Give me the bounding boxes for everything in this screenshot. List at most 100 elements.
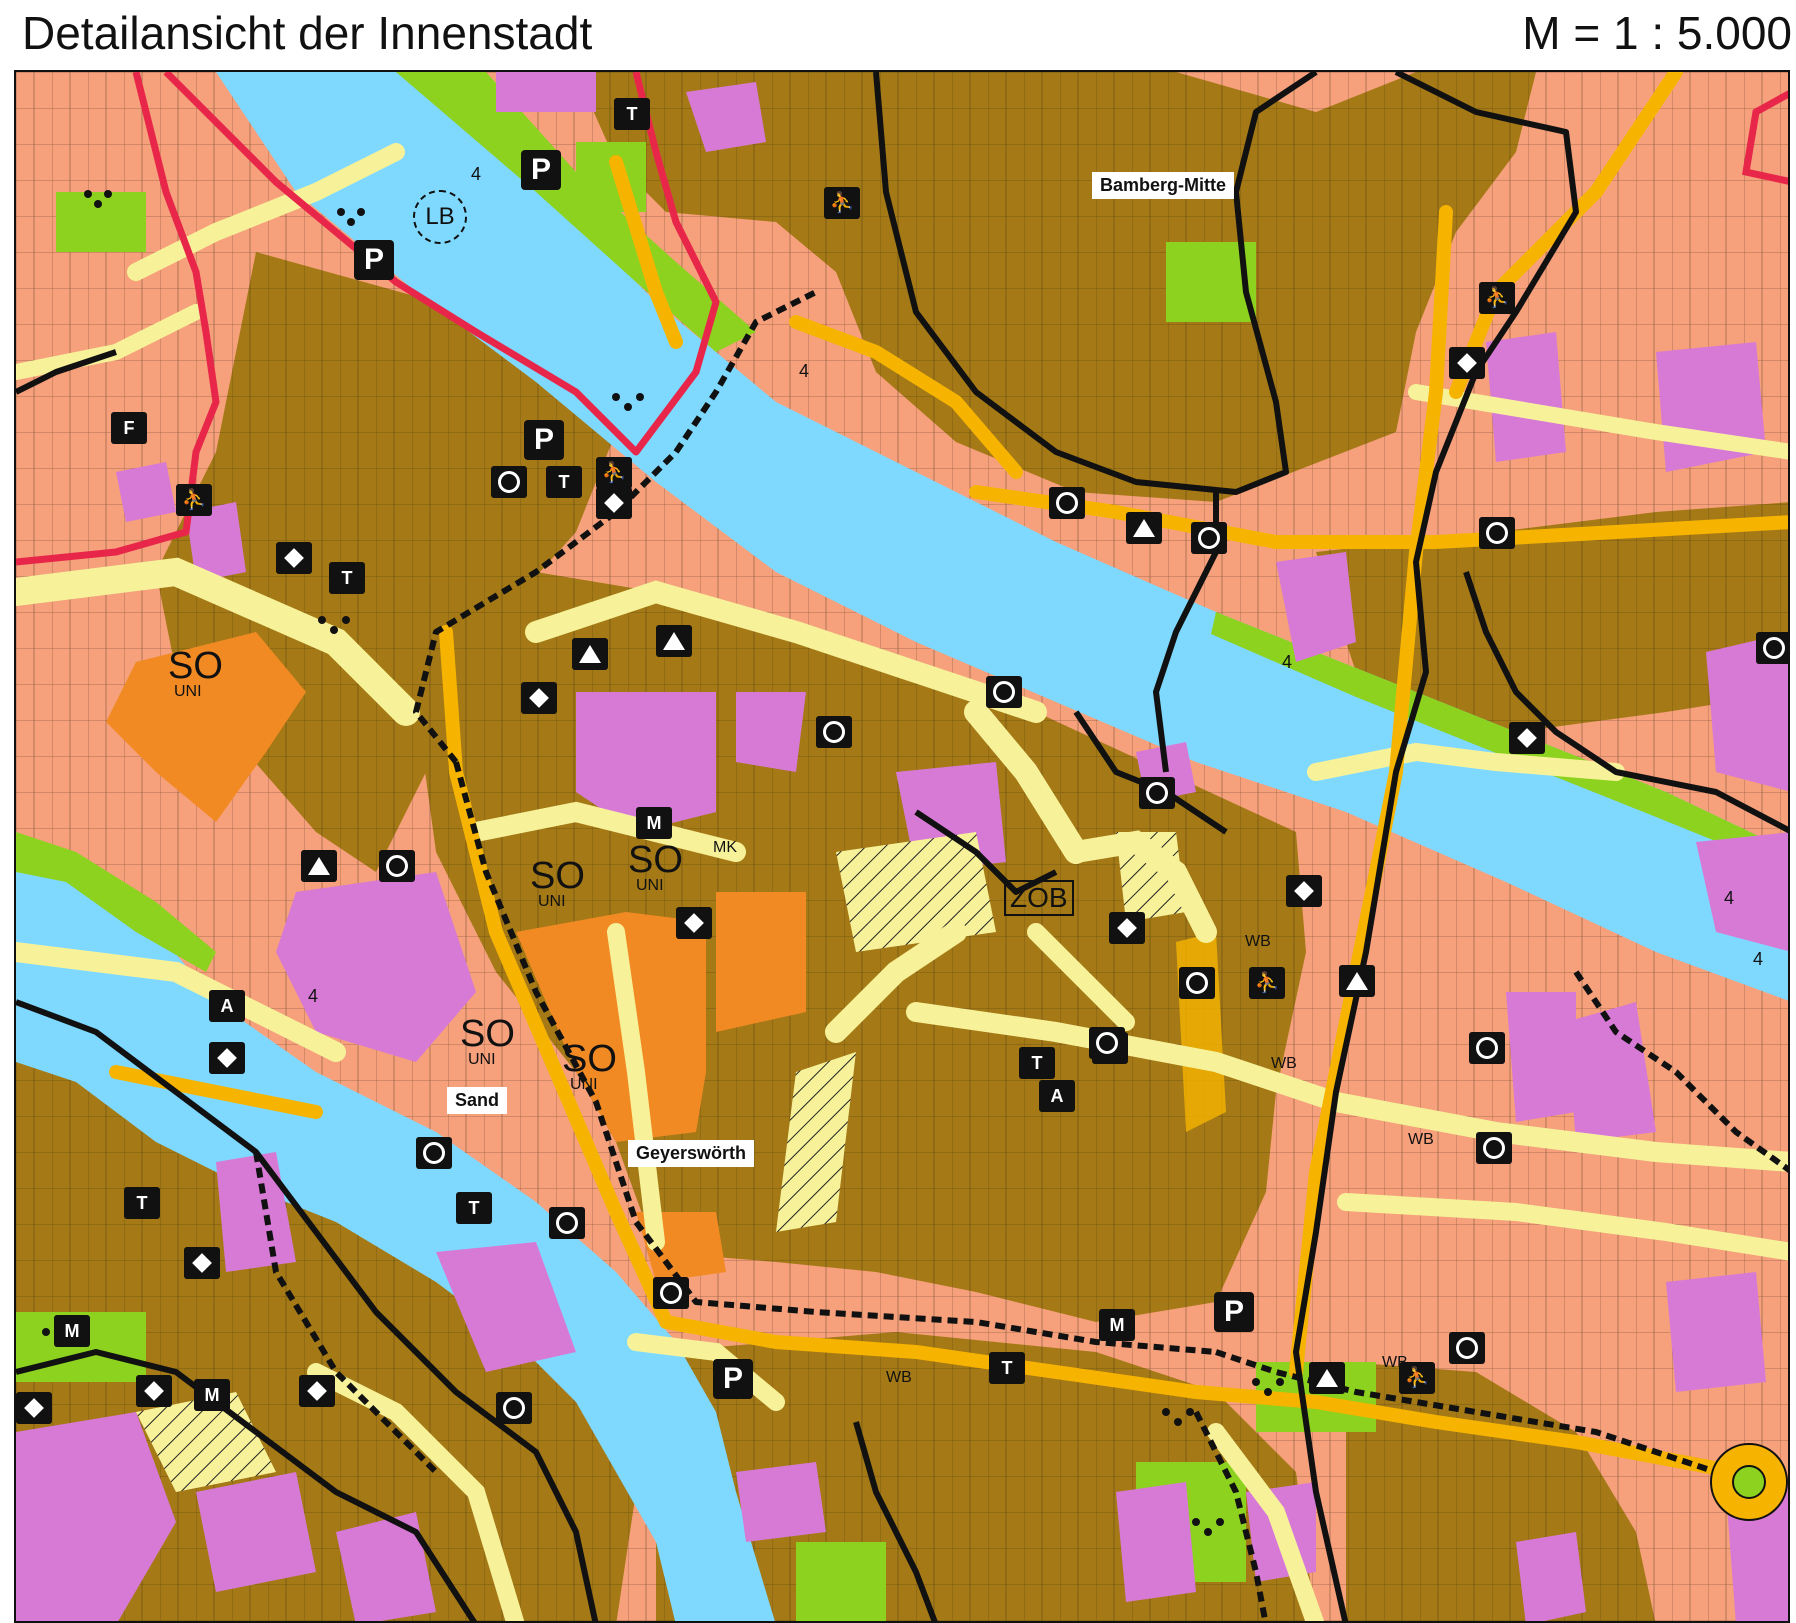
special-use-uni-west: [106, 632, 306, 822]
museum-icon: M: [194, 1379, 230, 1411]
water-depth-label: 4: [308, 986, 318, 1006]
church-icon: [1476, 1132, 1512, 1164]
school-icon: [1309, 1362, 1345, 1394]
green-park-4: [796, 1542, 886, 1621]
green-park-7: [576, 142, 646, 212]
theater-icon: T: [456, 1192, 492, 1224]
zone-code-so: SO: [530, 855, 585, 897]
parking-icon: P: [713, 1359, 753, 1399]
social-facility-icon: ⛹: [176, 484, 212, 516]
social-facility-icon: ⛹: [596, 457, 632, 489]
special-use-uni-center: [516, 912, 706, 1142]
public-facility-8: [1276, 552, 1356, 662]
lb-marker: LB: [413, 190, 467, 244]
public-facility-22: [1116, 1482, 1196, 1602]
public-facility-6: [276, 872, 476, 1062]
zone-code-uni: UNI: [468, 1051, 496, 1068]
museum-icon: [1449, 347, 1485, 379]
map-scale: M = 1 : 5.000: [1522, 7, 1792, 59]
planning-area-boundary-3: [1741, 90, 1788, 185]
parking-icon: P: [1214, 1292, 1254, 1332]
public-facility-1: [496, 72, 596, 112]
school-icon: [656, 625, 692, 657]
water-depth-label: 4: [1282, 652, 1292, 672]
social-facility-icon: ⛹: [1249, 967, 1285, 999]
place-label-geyerswoerth: Geyerswörth: [628, 1140, 755, 1167]
green-park-6: [56, 192, 146, 252]
tree-group-icon: [42, 190, 1284, 1536]
public-facility-9: [1486, 332, 1566, 462]
public-facility-19: [196, 1472, 316, 1592]
place-label-bamberg-mitte: Bamberg-Mitte: [1092, 172, 1235, 199]
museum-icon: [1509, 722, 1545, 754]
public-facility-14: [1566, 1002, 1656, 1142]
parking-icon: P: [354, 240, 394, 280]
church-icon: [1479, 517, 1515, 549]
public-facility-26: [186, 502, 246, 582]
green-riverbank-east: [1211, 612, 1788, 871]
place-label-sand: Sand: [447, 1087, 508, 1114]
zone-code-uni: UNI: [636, 877, 664, 894]
public-facility-17: [436, 1242, 576, 1372]
map-frame: 4 4 4 4 4 4 LB Bamberg-Mitte Sand Geyers…: [14, 70, 1790, 1623]
bus-station-zob-label: ZOB: [1004, 880, 1074, 916]
theater-icon: T: [329, 562, 365, 594]
social-facility-icon: ⛹: [824, 187, 860, 219]
church-icon: [1756, 632, 1788, 664]
church-icon: [1191, 522, 1227, 554]
zone-code-so: SO: [628, 839, 683, 881]
public-facility-13: [1506, 992, 1576, 1122]
public-facility-3: [576, 692, 716, 832]
post-office-icon: [496, 1392, 532, 1424]
zone-code-so: SO: [460, 1013, 515, 1055]
public-facility-15: [1666, 1272, 1766, 1392]
museum-icon: [136, 1375, 172, 1407]
church-icon: [549, 1207, 585, 1239]
school-icon: [1339, 965, 1375, 997]
water-depth-label: 4: [1724, 888, 1734, 908]
public-facility-24: [1516, 1532, 1586, 1621]
school-icon: [572, 638, 608, 670]
museum-icon: [299, 1375, 335, 1407]
church-icon: [653, 1277, 689, 1309]
administration-icon: A: [209, 990, 245, 1022]
museum-icon: M: [636, 807, 672, 839]
museum-icon: M: [1099, 1309, 1135, 1341]
public-facility-11: [1706, 632, 1788, 791]
zone-code-wb: WB: [1271, 1055, 1297, 1072]
green-riverbank-west: [16, 832, 216, 972]
church-icon: [816, 716, 852, 748]
zone-code-so: SO: [168, 645, 223, 687]
museum-icon: [276, 542, 312, 574]
zone-code-wb: WB: [1245, 933, 1271, 950]
church-icon: [1139, 777, 1175, 809]
zone-code-uni: UNI: [570, 1076, 598, 1093]
school-icon: [1126, 512, 1162, 544]
roundabout-center: [1732, 1465, 1766, 1499]
administration-icon: F: [111, 412, 147, 444]
road-network: [16, 143, 1788, 1621]
public-facility-12: [1696, 832, 1788, 951]
pedestrian-zone-2: [776, 1052, 856, 1232]
theater-icon: T: [124, 1187, 160, 1219]
zone-code-uni: UNI: [538, 893, 566, 910]
museum-icon: [521, 682, 557, 714]
parking-icon: P: [521, 150, 561, 190]
church-icon: [416, 1137, 452, 1169]
museum-icon: M: [54, 1315, 90, 1347]
church-icon: [1089, 1027, 1125, 1059]
theater-icon: T: [546, 466, 582, 498]
public-facility-27: [116, 462, 176, 522]
public-facility-18: [16, 1412, 176, 1621]
water-depth-label: 4: [471, 164, 481, 184]
map-canvas: 4 4 4 4 4 4: [16, 72, 1788, 1621]
zone-code-mk: MK: [713, 839, 737, 856]
museum-icon: [676, 907, 712, 939]
map-title: Detailansicht der Innenstadt: [22, 7, 593, 59]
special-use-uni-center-east: [716, 892, 806, 1032]
theater-icon: T: [1019, 1047, 1055, 1079]
zone-code-uni: UNI: [174, 683, 202, 700]
museum-icon: [209, 1042, 245, 1074]
museum-icon: [596, 487, 632, 519]
zone-code-wb: WB: [886, 1369, 912, 1386]
